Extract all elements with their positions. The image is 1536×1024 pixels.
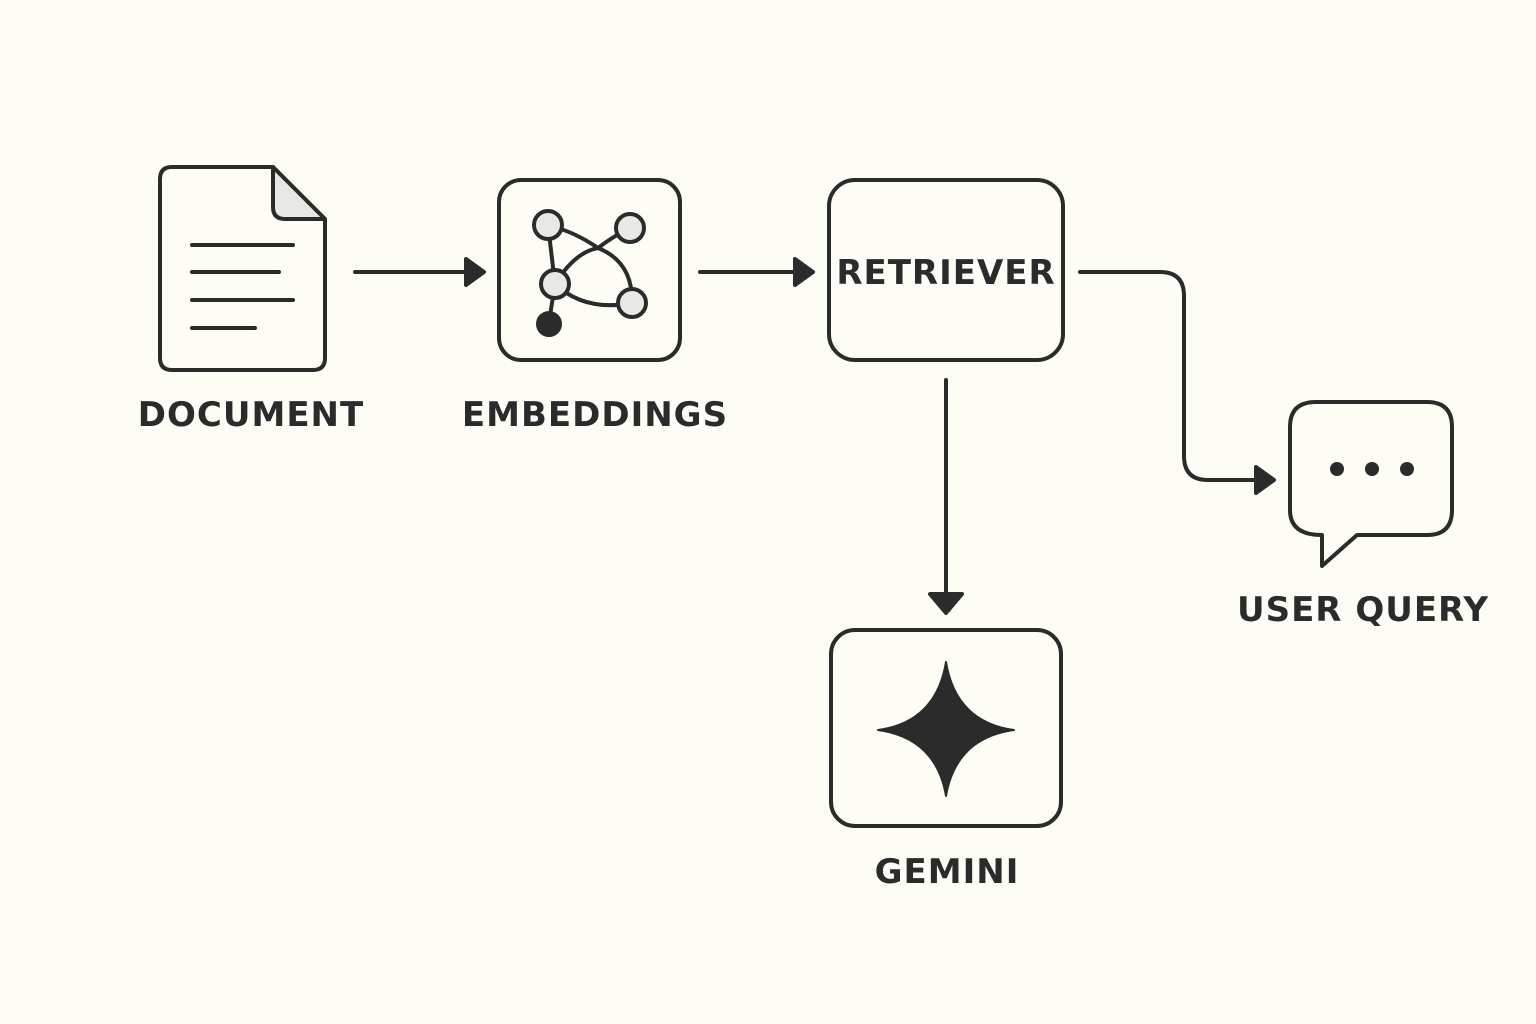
sparkle-star-icon bbox=[877, 661, 1015, 797]
document-label: DOCUMENT bbox=[137, 395, 365, 435]
embeddings-label: EMBEDDINGS bbox=[461, 395, 729, 435]
retriever-node bbox=[827, 178, 1065, 362]
document-icon bbox=[158, 165, 327, 372]
chat-bubble-icon bbox=[1288, 400, 1454, 568]
user-query-label: USER QUERY bbox=[1236, 590, 1490, 630]
gemini-node bbox=[829, 628, 1063, 828]
arrow-document-to-embeddings bbox=[353, 257, 486, 287]
arrow-embeddings-to-retriever bbox=[698, 257, 815, 287]
gemini-label: GEMINI bbox=[874, 852, 1020, 892]
arrow-retriever-to-gemini bbox=[928, 378, 964, 615]
embeddings-node bbox=[497, 178, 682, 362]
retriever-label: RETRIEVER bbox=[836, 253, 1056, 293]
arrow-retriever-to-user-query bbox=[1078, 270, 1276, 495]
network-graph-icon bbox=[532, 209, 648, 337]
